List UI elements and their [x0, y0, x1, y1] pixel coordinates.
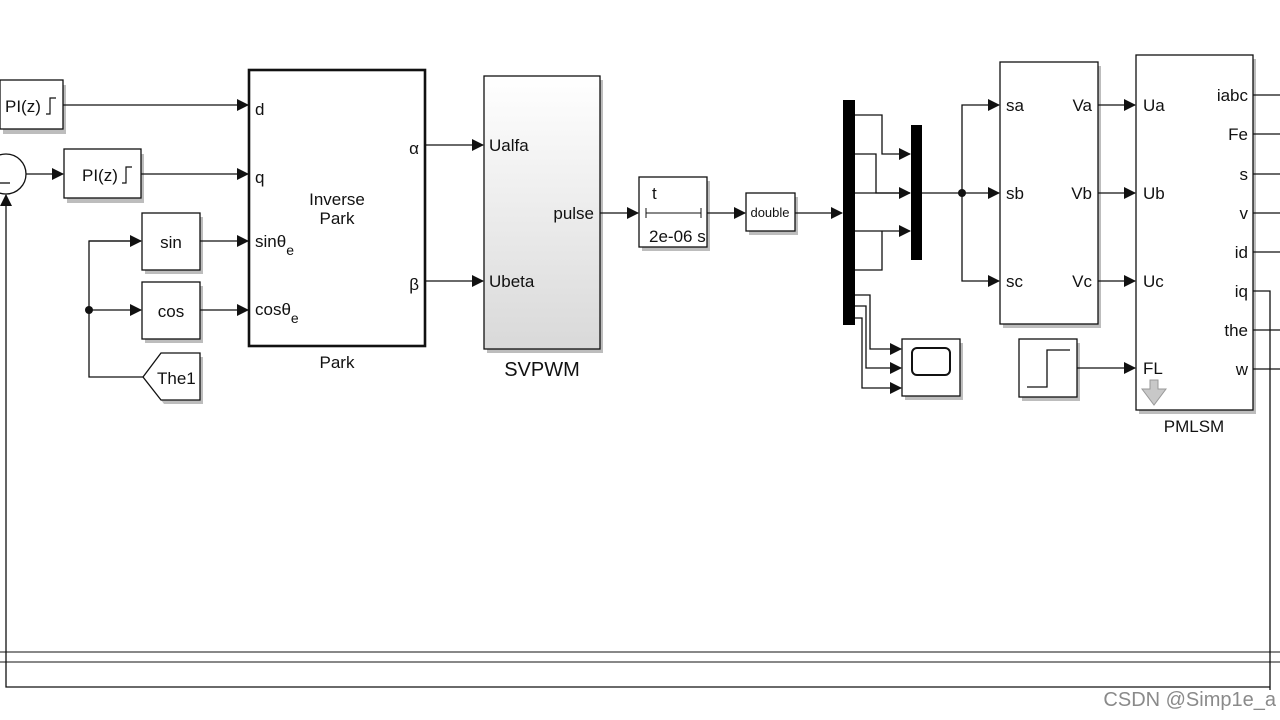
- cos-block[interactable]: cos: [141, 281, 203, 343]
- svg-text:Ubeta: Ubeta: [489, 272, 535, 291]
- svg-text:t: t: [652, 184, 657, 203]
- sin-block[interactable]: sin: [141, 212, 203, 274]
- svg-text:Ub: Ub: [1143, 184, 1165, 203]
- svg-text:The1: The1: [157, 369, 196, 388]
- svg-text:Park: Park: [320, 209, 355, 228]
- svg-text:pulse: pulse: [553, 204, 594, 223]
- data-type-conversion-block[interactable]: double: [745, 192, 798, 235]
- svg-text:cos: cos: [158, 302, 184, 321]
- inverter-block[interactable]: sa sb sc Va Vb Vc: [999, 61, 1101, 328]
- scope-block[interactable]: [901, 338, 963, 400]
- svg-text:sin: sin: [160, 233, 182, 252]
- sum-block[interactable]: [0, 153, 27, 195]
- svg-text:iabc: iabc: [1217, 86, 1249, 105]
- goto-tag-block[interactable]: The1: [142, 352, 203, 404]
- svg-text:w: w: [1235, 360, 1249, 379]
- svg-text:FL: FL: [1143, 359, 1163, 378]
- saturation-icon: [46, 97, 56, 115]
- watermark-text: CSDN @Simp1e_a: [1103, 689, 1276, 711]
- svg-text:Vc: Vc: [1072, 272, 1092, 291]
- svg-text:Ualfa: Ualfa: [489, 136, 529, 155]
- step-block[interactable]: [1018, 338, 1080, 401]
- svg-text:sc: sc: [1006, 272, 1024, 291]
- svg-text:Inverse: Inverse: [309, 190, 365, 209]
- svg-text:sb: sb: [1006, 184, 1024, 203]
- svg-text:Park: Park: [320, 353, 355, 372]
- pi-controller-d-block[interactable]: PI(z): [0, 79, 66, 134]
- svg-text:v: v: [1240, 204, 1249, 223]
- svpwm-block[interactable]: Ualfa Ubeta pulse SVPWM: [483, 75, 603, 381]
- signal-lines: [0, 94, 1280, 690]
- scope-screen-icon: [911, 347, 951, 376]
- svg-text:α: α: [409, 139, 419, 158]
- svg-text:d: d: [255, 100, 264, 119]
- svg-text:Fe: Fe: [1228, 125, 1248, 144]
- down-arrow-icon: [1141, 379, 1167, 406]
- svg-text:PMLSM: PMLSM: [1164, 417, 1224, 436]
- svg-text:PI(z): PI(z): [82, 166, 118, 185]
- svg-text:PI(z): PI(z): [5, 97, 41, 116]
- svg-text:s: s: [1240, 165, 1249, 184]
- svg-text:β: β: [409, 275, 419, 294]
- svg-text:Vb: Vb: [1071, 184, 1092, 203]
- inverse-park-block[interactable]: d q sinθe cosθe Inverse Park α β Park: [247, 68, 427, 372]
- svg-text:q: q: [255, 168, 264, 187]
- svg-text:Ua: Ua: [1143, 96, 1165, 115]
- step-icon: [1027, 349, 1070, 388]
- svg-text:cosθe: cosθe: [255, 300, 299, 326]
- mux-block[interactable]: [911, 125, 922, 260]
- sample-time-icon: [645, 208, 702, 218]
- pi-controller-q-block[interactable]: PI(z): [63, 148, 144, 203]
- svg-text:Va: Va: [1072, 96, 1092, 115]
- svg-text:Uc: Uc: [1143, 272, 1164, 291]
- svg-text:double: double: [750, 205, 789, 220]
- pmlsm-block[interactable]: Ua Ub Uc FL iabc Fe s v id iq the w PMLS…: [1135, 54, 1256, 436]
- svg-text:id: id: [1235, 243, 1248, 262]
- svg-text:the: the: [1224, 321, 1248, 340]
- svg-text:2e-06 s: 2e-06 s: [649, 227, 706, 246]
- zero-order-hold-block[interactable]: t 2e-06 s: [638, 176, 710, 251]
- svg-text:sinθe: sinθe: [255, 232, 294, 258]
- svg-text:sa: sa: [1006, 96, 1025, 115]
- demux-block[interactable]: [843, 100, 855, 325]
- svg-text:SVPWM: SVPWM: [504, 359, 580, 381]
- saturation-icon: [122, 166, 132, 184]
- svg-text:iq: iq: [1235, 282, 1248, 301]
